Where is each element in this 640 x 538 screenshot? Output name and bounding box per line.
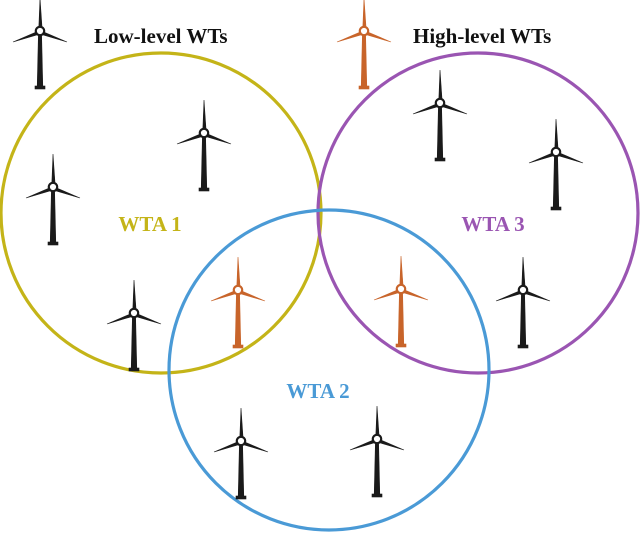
high-level-turbine-icon (335, 0, 393, 91)
legend-high-label: High-level WTs (413, 24, 551, 48)
legend-low: Low-level WTs (11, 0, 228, 91)
high-level-turbine-icon (209, 255, 267, 350)
wta3-label: WTA 3 (461, 212, 524, 236)
low-level-turbine-icon (212, 406, 270, 501)
wta2-circle (167, 208, 491, 532)
low-level-turbine-icon (175, 98, 233, 193)
legend-high: High-level WTs (335, 0, 551, 91)
wta1-circle (0, 51, 323, 375)
wta3-circle (316, 51, 640, 375)
low-level-turbine-icon (494, 255, 552, 350)
wta1-label: WTA 1 (118, 212, 181, 236)
low-level-turbine-icon (24, 152, 82, 247)
low-level-turbine-icon (105, 278, 163, 373)
low-level-turbine-icon (348, 404, 406, 499)
high-level-turbine-icon (372, 254, 430, 349)
low-level-turbine-icon (411, 68, 469, 163)
legend-low-label: Low-level WTs (94, 24, 228, 48)
low-level-turbine-icon (527, 117, 585, 212)
low-level-turbine-icon (11, 0, 69, 91)
wta2-label: WTA 2 (286, 379, 349, 403)
